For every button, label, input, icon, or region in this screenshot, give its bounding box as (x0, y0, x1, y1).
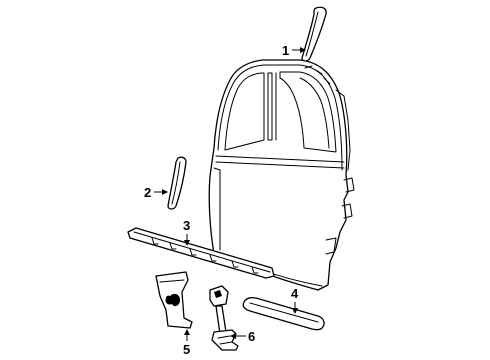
frame-rear-edge (335, 89, 351, 171)
clip (151, 237, 159, 245)
part-6-check-link (209, 285, 239, 351)
arrowhead (162, 189, 168, 195)
callout-label: 3 (183, 218, 190, 233)
callout-label: 5 (183, 342, 190, 357)
lower-rear-detail (325, 237, 337, 255)
upper-molding-shape (301, 6, 327, 62)
applique-inner-edge (171, 161, 181, 205)
rear-door-shell (208, 59, 355, 291)
latch-bracket-lower (341, 203, 353, 219)
callout-6: 6 (230, 329, 255, 344)
belt-line-lower (215, 161, 345, 169)
arrowhead (184, 329, 190, 335)
callout-label: 4 (291, 286, 299, 301)
upper-molding-inner-edge (305, 11, 319, 57)
callout-label: 2 (144, 185, 151, 200)
trim-bracket-rib (159, 279, 185, 283)
part-4-side-molding (242, 296, 325, 331)
window-frame-outer (217, 64, 343, 171)
quarter-glass-frame (299, 77, 330, 149)
check-link-arm (215, 305, 227, 335)
callout-4: 4 (291, 286, 299, 314)
callout-label: 6 (248, 329, 255, 344)
latch-bracket-upper (343, 177, 355, 193)
molding-clips (151, 237, 259, 274)
callout-label: 1 (282, 43, 289, 58)
window-frame-inner-rear (279, 71, 337, 153)
clip (251, 266, 259, 274)
part-2-applique (167, 156, 187, 210)
check-link-mount-detail (217, 335, 233, 345)
part-1-upper-molding (301, 6, 327, 62)
division-channel (267, 72, 273, 141)
arrowhead (230, 333, 236, 339)
callout-1: 1 (282, 43, 306, 58)
callout-2: 2 (144, 185, 168, 200)
cutout-shape (165, 293, 180, 307)
arrowhead (292, 308, 298, 314)
clip (231, 260, 239, 268)
frame-notches (304, 65, 331, 85)
callout-3: 3 (183, 218, 190, 246)
side-molding-strip (242, 296, 325, 331)
callout-5: 5 (183, 329, 190, 357)
part-3-lower-molding (127, 227, 275, 279)
clip (209, 254, 217, 262)
side-molding-highlight (249, 302, 319, 323)
check-link-hole (214, 290, 222, 298)
check-link-lower-mount (211, 329, 239, 351)
clip (169, 242, 177, 250)
trim-bracket-cutout (165, 293, 180, 307)
part-5-trim-bracket (155, 271, 193, 329)
window-frame-inner-front (224, 72, 265, 151)
arrowhead (184, 240, 190, 246)
door-front-lip (213, 167, 221, 251)
arrowhead (300, 47, 306, 53)
clip (189, 248, 197, 256)
belt-line (215, 155, 345, 163)
lower-molding-edge (133, 231, 271, 273)
